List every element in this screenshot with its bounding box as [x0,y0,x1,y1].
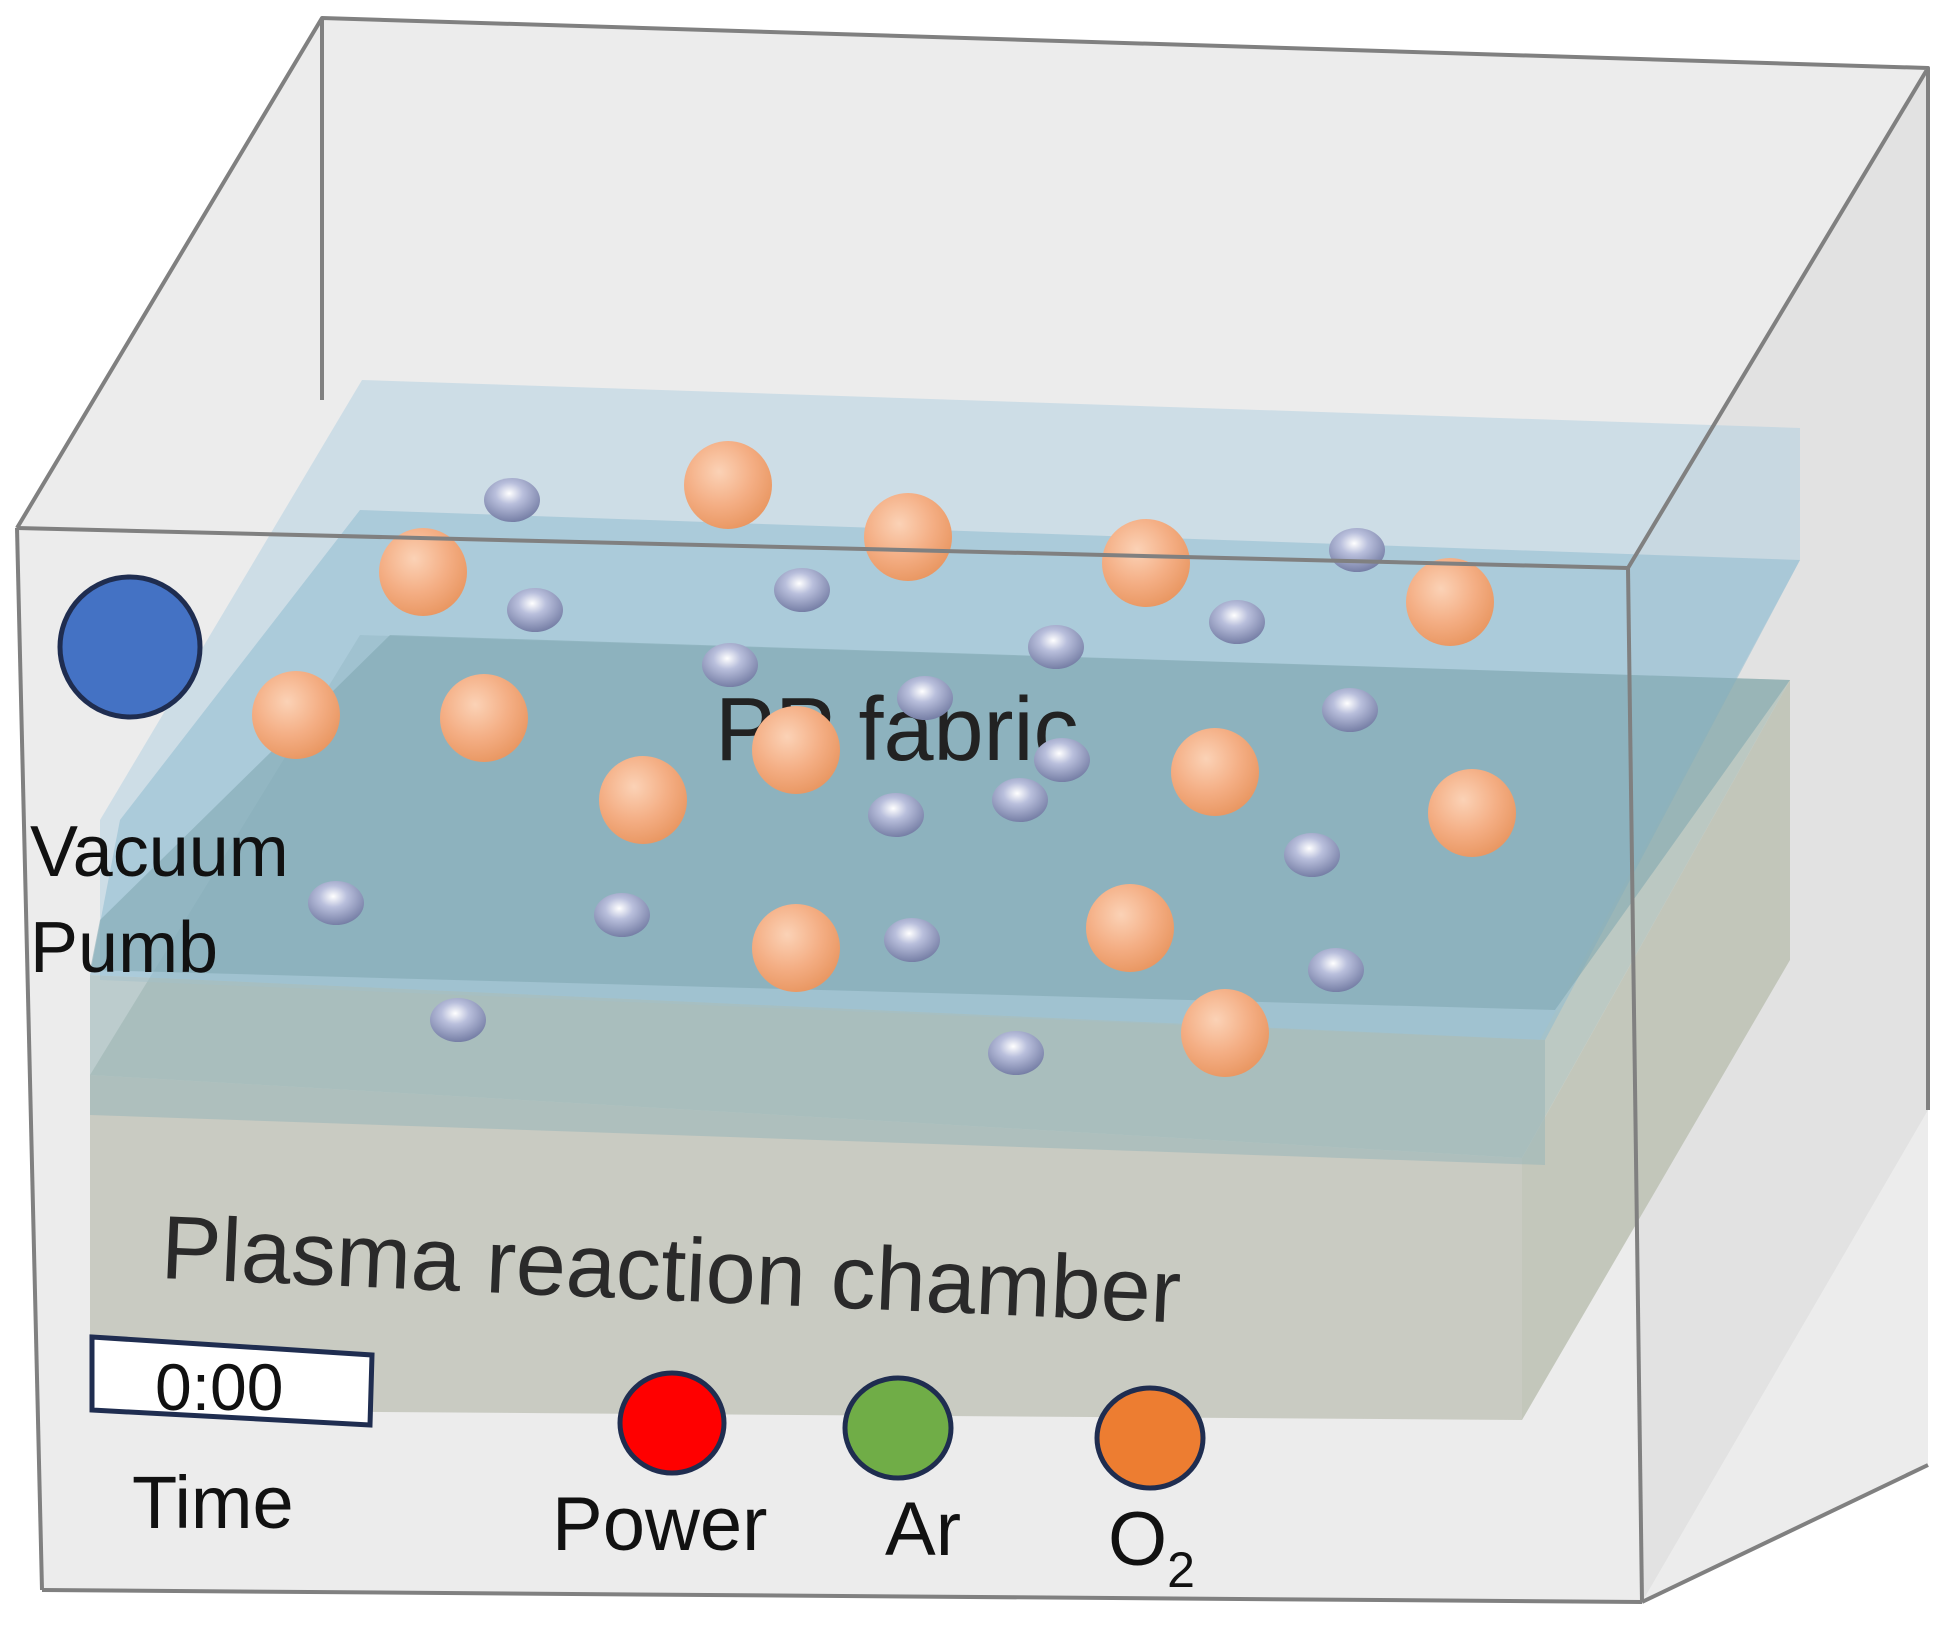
ar-particle [868,793,924,837]
o2-particle [1086,884,1174,972]
ar-control[interactable]: Ar [842,1375,961,1572]
ar-button[interactable] [842,1375,954,1481]
timer: 0:00 Time [89,1334,375,1544]
timer-display [89,1334,375,1428]
ar-particle [1322,688,1378,732]
o2-particle [1171,728,1259,816]
o2-particle [379,528,467,616]
o2-particle [252,671,340,759]
o2-button[interactable] [1094,1385,1206,1491]
o2-particles [252,441,1516,1077]
ar-particle [988,1031,1044,1075]
o2-particle [1406,558,1494,646]
box-top-back-edge [15,16,1930,570]
box-front-top-edge [16,526,1629,570]
o2-particle [1428,769,1516,857]
ar-particle [774,568,830,612]
ar-particle [308,881,364,925]
vacuum-pump[interactable]: Vacuum Pumb [30,574,289,988]
o2-label-main: O [1108,1497,1167,1582]
ar-particle [884,918,940,962]
ar-particle [594,893,650,937]
box-bottom-right-edge [1641,1463,1929,1604]
time-label: Time [132,1461,294,1544]
ar-particle [507,588,563,632]
ar-particle [702,643,758,687]
ar-particle [1329,528,1385,572]
ar-particle [1284,833,1340,877]
vacuum-pump-label-line1: Vacuum [30,812,289,892]
o2-label-subscript: 2 [1167,1542,1195,1598]
o2-particle [864,493,952,581]
ar-particle [1209,600,1265,644]
box-right-front-edge [1626,567,1644,1603]
vacuum-pump-button[interactable] [57,574,203,720]
box-bottom-front-edge [41,1588,1643,1604]
chamber-block-front [90,1075,1522,1420]
ar-particle [897,676,953,720]
power-label: Power [552,1482,767,1567]
o2-particle [440,674,528,762]
o2-particle [1102,519,1190,607]
o2-particle [752,706,840,794]
ar-particle [1034,738,1090,782]
o2-particle [752,904,840,992]
timer-value: 0:00 [155,1350,283,1424]
o2-label: O2 [1108,1497,1195,1598]
ar-particle [484,478,540,522]
chamber-box-edges [15,16,1930,1604]
box-left-front-edge [15,527,44,1591]
ar-particle [430,998,486,1042]
ar-label: Ar [885,1487,961,1572]
ar-particle [992,778,1048,822]
o2-particle [684,441,772,529]
ar-particle [1308,948,1364,992]
o2-particle [1181,989,1269,1077]
o2-particle [599,756,687,844]
ar-particle [1028,625,1084,669]
power-button[interactable] [617,1370,727,1476]
vacuum-pump-label-line2: Pumb [30,908,218,988]
power-control[interactable]: Power [552,1370,767,1567]
chamber-block-side [1522,680,1790,1420]
o2-control[interactable]: O2 [1094,1385,1206,1598]
